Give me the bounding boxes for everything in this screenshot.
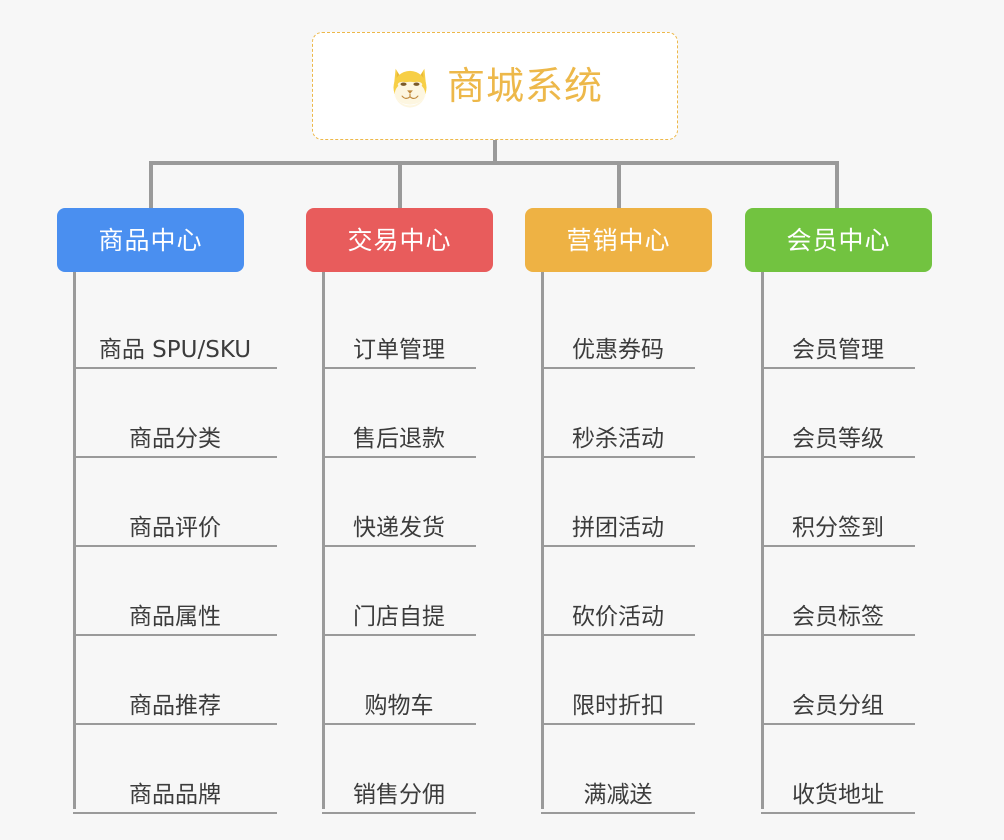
leaf-item[interactable]: 商品评价: [73, 458, 277, 547]
leaf-item[interactable]: 限时折扣: [541, 636, 695, 725]
leaf-item[interactable]: 售后退款: [322, 369, 476, 458]
leaf-item[interactable]: 购物车: [322, 636, 476, 725]
branch-card-member-center[interactable]: 会员中心: [745, 208, 932, 272]
leaf-label: 砍价活动: [572, 604, 664, 630]
leaf-label: 商品推荐: [129, 693, 221, 719]
branch-card-marketing-center[interactable]: 营销中心: [525, 208, 712, 272]
leaf-list-product-center: 商品 SPU/SKU 商品分类 商品评价 商品属性 商品推荐 商品品牌: [73, 280, 277, 814]
leaf-label: 商品分类: [129, 426, 221, 452]
leaf-item[interactable]: 商品推荐: [73, 636, 277, 725]
leaf-label: 商品评价: [129, 515, 221, 541]
leaf-item[interactable]: 砍价活动: [541, 547, 695, 636]
leaf-label: 商品属性: [129, 604, 221, 630]
connector-drop-trade-center: [398, 161, 402, 209]
leaf-label: 订单管理: [353, 337, 445, 363]
leaf-label: 商品品牌: [129, 782, 221, 808]
leaf-label: 秒杀活动: [572, 426, 664, 452]
leaf-item[interactable]: 会员管理: [761, 280, 915, 369]
connector-drop-marketing-center: [617, 161, 621, 209]
leaf-label: 积分签到: [792, 515, 884, 541]
leaf-item[interactable]: 商品品牌: [73, 725, 277, 814]
branch-card-label: 交易中心: [347, 225, 452, 255]
leaf-item[interactable]: 秒杀活动: [541, 369, 695, 458]
connector-horizontal-bus: [149, 161, 839, 165]
root-node[interactable]: 商城系统: [312, 32, 678, 140]
leaf-label: 满减送: [583, 782, 653, 808]
leaf-item[interactable]: 优惠券码: [541, 280, 695, 369]
leaf-item[interactable]: 商品 SPU/SKU: [73, 280, 277, 369]
leaf-list-member-center: 会员管理 会员等级 积分签到 会员标签 会员分组 收货地址: [761, 280, 915, 814]
connector-drop-product-center: [149, 161, 153, 209]
branch-card-trade-center[interactable]: 交易中心: [306, 208, 493, 272]
leaf-label: 会员标签: [792, 604, 884, 630]
leaf-label: 快递发货: [353, 515, 445, 541]
leaf-item[interactable]: 商品分类: [73, 369, 277, 458]
leaf-label: 售后退款: [353, 426, 445, 452]
branch-spine: [73, 272, 76, 809]
leaf-list-trade-center: 订单管理 售后退款 快递发货 门店自提 购物车 销售分佣: [322, 280, 476, 814]
root-title: 商城系统: [446, 64, 603, 108]
branch-card-label: 会员中心: [786, 225, 891, 255]
leaf-item[interactable]: 会员标签: [761, 547, 915, 636]
leaf-item[interactable]: 门店自提: [322, 547, 476, 636]
branch-spine: [761, 272, 764, 809]
leaf-item[interactable]: 销售分佣: [322, 725, 476, 814]
leaf-item[interactable]: 快递发货: [322, 458, 476, 547]
leaf-item[interactable]: 拼团活动: [541, 458, 695, 547]
leaf-label: 会员分组: [792, 693, 884, 719]
leaf-item[interactable]: 订单管理: [322, 280, 476, 369]
leaf-label: 购物车: [364, 693, 434, 719]
connector-root-stem: [493, 140, 497, 164]
leaf-label: 拼团活动: [572, 515, 664, 541]
leaf-label: 限时折扣: [572, 693, 664, 719]
leaf-label: 商品 SPU/SKU: [98, 337, 252, 363]
connector-drop-member-center: [835, 161, 839, 209]
leaf-item[interactable]: 商品属性: [73, 547, 277, 636]
branch-spine: [541, 272, 544, 809]
leaf-item[interactable]: 会员等级: [761, 369, 915, 458]
leaf-label: 门店自提: [353, 604, 445, 630]
leaf-list-marketing-center: 优惠券码 秒杀活动 拼团活动 砍价活动 限时折扣 满减送: [541, 280, 695, 814]
branch-card-label: 商品中心: [98, 225, 203, 255]
leaf-label: 会员管理: [792, 337, 884, 363]
leaf-label: 会员等级: [792, 426, 884, 452]
leaf-label: 收货地址: [792, 782, 884, 808]
branch-card-label: 营销中心: [566, 225, 671, 255]
branch-card-product-center[interactable]: 商品中心: [57, 208, 244, 272]
leaf-item[interactable]: 满减送: [541, 725, 695, 814]
shiba-inu-dog-face-icon: [393, 68, 427, 108]
leaf-label: 优惠券码: [572, 337, 664, 363]
branch-spine: [322, 272, 325, 809]
leaf-item[interactable]: 收货地址: [761, 725, 915, 814]
leaf-label: 销售分佣: [353, 782, 445, 808]
leaf-item[interactable]: 会员分组: [761, 636, 915, 725]
leaf-item[interactable]: 积分签到: [761, 458, 915, 547]
